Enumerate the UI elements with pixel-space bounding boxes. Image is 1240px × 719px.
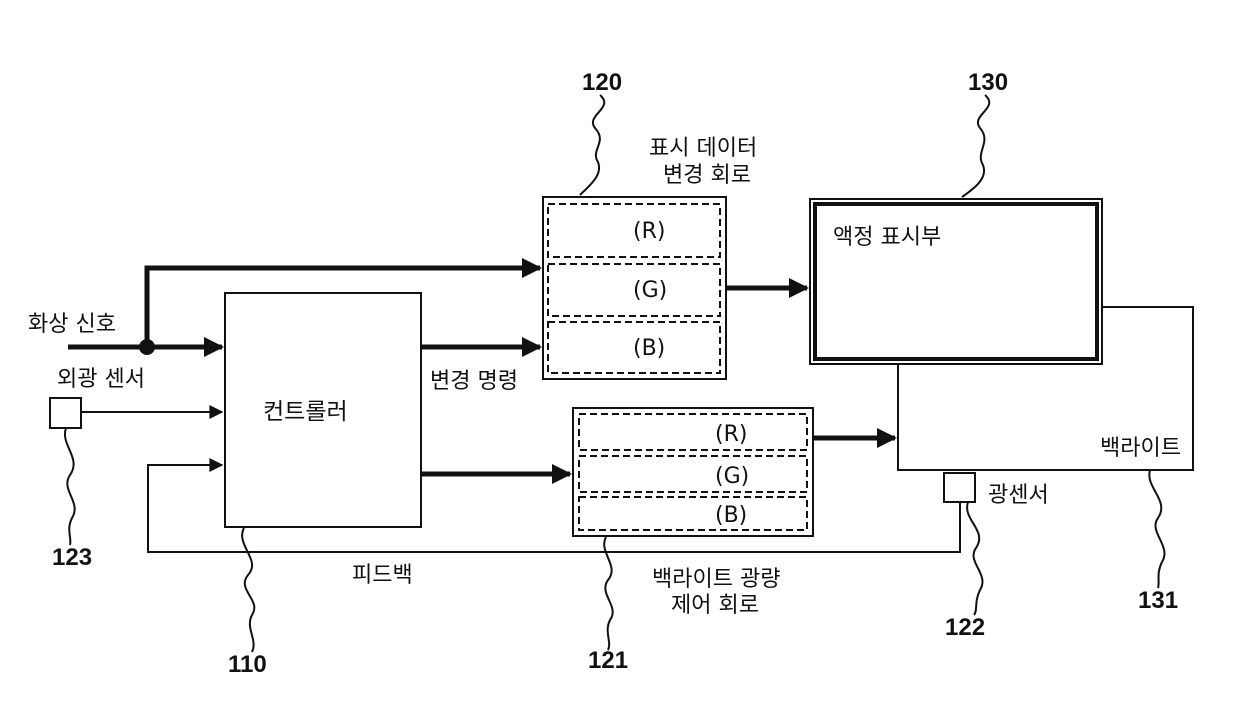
- backlight-circuit-r-label: (R): [715, 422, 747, 447]
- ref-120: 120: [582, 69, 622, 96]
- light-sensor-block: [944, 473, 975, 502]
- lcd-display-outer: [810, 199, 1102, 364]
- ref-leader-120: [580, 95, 604, 195]
- display-circuit-title-line1: 표시 데이터: [649, 136, 757, 161]
- lcd-display-label: 액정 표시부: [833, 225, 941, 250]
- ref-122: 122: [945, 614, 985, 641]
- display-circuit-r-label: (R): [633, 219, 665, 244]
- display-circuit-g-label: (G): [633, 278, 667, 303]
- feedback-label: 피드백: [352, 563, 413, 588]
- ref-130: 130: [968, 69, 1008, 96]
- ref-leader-131: [1149, 470, 1164, 588]
- backlight-circuit: [573, 408, 813, 536]
- ambient-sensor-label: 외광 센서: [57, 367, 145, 392]
- backlight-circuit-title-line1: 백라이트 광량: [652, 567, 780, 592]
- display-circuit-b-label: (B): [633, 336, 665, 361]
- ref-leader-122: [967, 502, 982, 615]
- ref-leader-110: [242, 528, 254, 652]
- ref-leader-123: [65, 428, 75, 545]
- ref-121: 121: [588, 647, 628, 674]
- ref-leader-121: [604, 537, 612, 650]
- backlight-circuit-title-line2: 제어 회로: [671, 593, 759, 618]
- ref-leader-130: [962, 95, 989, 197]
- change-command-label: 변경 명령: [430, 369, 518, 394]
- ref-123: 123: [52, 544, 92, 571]
- backlight-circuit-b-label: (B): [715, 503, 747, 528]
- light-sensor-label: 광센서: [988, 483, 1049, 508]
- backlight-label: 백라이트: [1100, 436, 1181, 461]
- image-signal-label: 화상 신호: [28, 312, 116, 337]
- controller-label: 컨트롤러: [263, 399, 348, 425]
- display-circuit-title-line2: 변경 회로: [663, 163, 751, 188]
- ref-110: 110: [228, 651, 267, 678]
- ref-131: 131: [1138, 587, 1178, 614]
- ambient-sensor-block: [50, 398, 81, 428]
- backlight-circuit-g-label: (G): [715, 464, 749, 489]
